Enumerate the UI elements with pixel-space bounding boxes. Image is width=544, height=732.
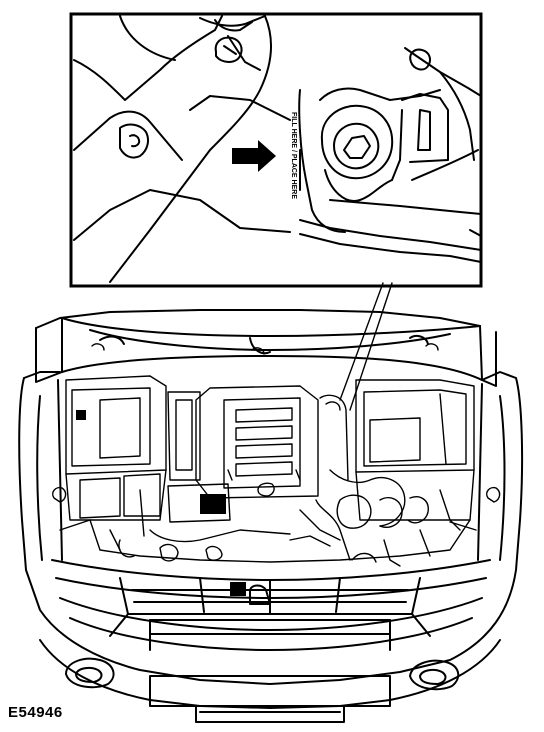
vehicle-front-view (18, 309, 524, 723)
inset-cap-label: FILL HERE / PLACE HERE (290, 112, 297, 199)
detail-inset: FILL HERE / PLACE HERE (69, 12, 483, 288)
fog-lamps (65, 657, 460, 691)
right-fog-lamp (409, 659, 460, 691)
front-grille (51, 559, 491, 651)
leader-lines (339, 282, 393, 411)
engine-bay (52, 343, 501, 567)
lower-bumper (39, 639, 501, 723)
body-outline (18, 371, 524, 685)
inset-engine-detail (73, 15, 482, 283)
arrow-right-icon (232, 140, 276, 172)
inset-label-text: FILL HERE / PLACE HERE (290, 112, 297, 199)
bonnet (35, 309, 497, 387)
left-fog-lamp (65, 657, 115, 689)
figure-id-label: E54946 (8, 704, 63, 721)
